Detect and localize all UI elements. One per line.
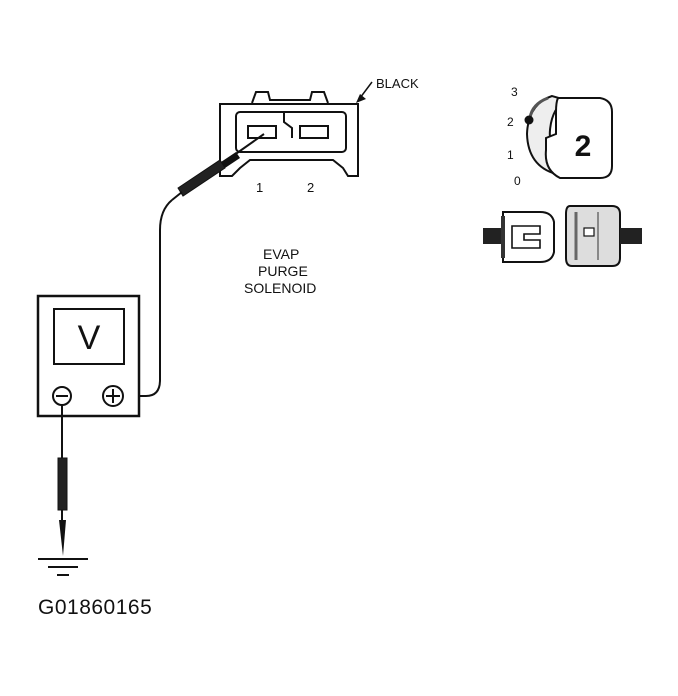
- black-label-arrowhead: [356, 94, 366, 103]
- connector-color-label: BLACK: [376, 76, 419, 91]
- negative-probe: [57, 405, 68, 556]
- positive-probe: [171, 133, 265, 201]
- ignition-pos-1: 1: [507, 148, 514, 162]
- component-label-line2: PURGE: [258, 263, 308, 279]
- ignition-switch-icon: 2: [524, 94, 613, 179]
- ignition-pos-3: 3: [511, 85, 518, 99]
- black-label-leader: [359, 81, 373, 99]
- pin-1-label: 1: [256, 180, 263, 195]
- figure-id: G01860165: [38, 596, 153, 619]
- voltmeter-display: [53, 308, 125, 365]
- ignition-pos-2: 2: [507, 115, 514, 129]
- voltmeter: V: [36, 294, 141, 418]
- ignition-pos-0: 0: [514, 174, 521, 188]
- pin-2-label: 2: [307, 180, 314, 195]
- component-label-line1: EVAP: [263, 246, 299, 262]
- positive-lead-wire: [126, 199, 173, 397]
- key-number: 2: [575, 130, 592, 163]
- ground-icon: [38, 558, 88, 576]
- voltmeter-display-text: V: [78, 319, 101, 357]
- solenoid-connector: [219, 91, 359, 177]
- component-label-line3: SOLENOID: [244, 280, 316, 296]
- connector-disconnected-icon: [483, 205, 642, 267]
